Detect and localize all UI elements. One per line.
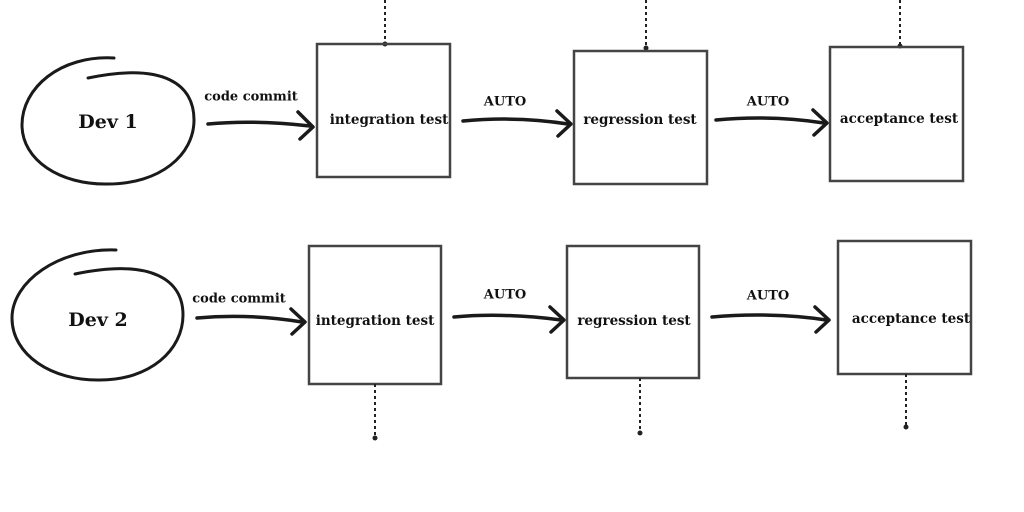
row-1-stage-2-label: regression test bbox=[583, 112, 697, 128]
row-2-stage-1-connector-dot bbox=[372, 435, 378, 441]
row-2-stage-3-connector-dot bbox=[903, 424, 909, 430]
row-1-auto-arrow-1 bbox=[461, 109, 573, 138]
dev-1-label: Dev 1 bbox=[78, 111, 138, 133]
row-1-auto-label-1: AUTO bbox=[483, 94, 527, 110]
dev-2-commit-label: code commit bbox=[192, 291, 286, 307]
row-2-stage-2-connector-dot bbox=[637, 430, 643, 436]
row-1-auto-arrow-2 bbox=[714, 108, 829, 137]
row-2-auto-label-1: AUTO bbox=[483, 287, 527, 303]
row-1-stage-1-label: integration test bbox=[329, 112, 449, 128]
row-1-stage-3-box bbox=[828, 45, 965, 183]
dev-1-arrow bbox=[206, 110, 315, 141]
row-1-stage-3-label: acceptance test bbox=[839, 111, 959, 127]
dev-2-circle bbox=[10, 248, 185, 382]
dev-1-circle bbox=[20, 56, 196, 186]
row-2-stage-2-box bbox=[565, 244, 701, 380]
row-2-stage-2-label: regression test bbox=[577, 313, 691, 329]
row-2-stage-1-label: integration test bbox=[315, 313, 435, 329]
row-2-stage-3-label: acceptance test bbox=[851, 311, 971, 327]
dev-2-label: Dev 2 bbox=[68, 309, 128, 331]
row-1-auto-label-2: AUTO bbox=[746, 94, 790, 110]
row-2-auto-arrow-1 bbox=[452, 305, 566, 334]
row-1-stage-2-box bbox=[572, 49, 709, 186]
row-2-stage-3-box bbox=[836, 239, 973, 376]
dev-2-arrow bbox=[195, 307, 307, 336]
dev-1-commit-label: code commit bbox=[204, 89, 298, 105]
row-2-auto-arrow-2 bbox=[710, 305, 831, 334]
row-1-stage-1-box bbox=[315, 42, 452, 179]
row-2-auto-label-2: AUTO bbox=[746, 288, 790, 304]
row-1-stage-2-connector-dot bbox=[643, 45, 649, 51]
